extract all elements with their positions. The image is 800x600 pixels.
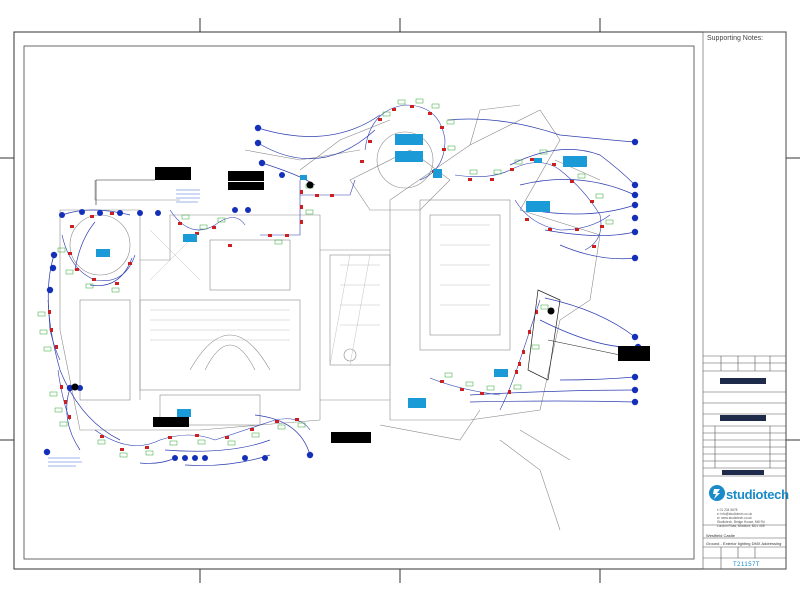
sheet-border bbox=[0, 18, 800, 583]
company-contact: t: 01 234 5678 e: info@studiotech.co.uk … bbox=[717, 508, 787, 528]
contact-line: e: info@studiotech.co.uk bbox=[717, 512, 752, 516]
title-block-banners bbox=[720, 378, 766, 475]
contact-line: w: www.studiotech.co.uk bbox=[717, 516, 752, 520]
contact-line: London Road, Bradford, BD1 4SE bbox=[717, 524, 766, 528]
contact-line: t: 01 234 5678 bbox=[717, 508, 738, 512]
company-name: studiotech bbox=[726, 487, 789, 502]
fitting-labels bbox=[37, 98, 614, 458]
annotation-notes bbox=[48, 189, 200, 467]
project-name: Westfield Castle bbox=[706, 533, 735, 538]
light-fittings bbox=[48, 105, 604, 451]
building-plan bbox=[59, 104, 601, 531]
dmx-node-markers bbox=[43, 124, 642, 461]
dmx-controller-enclosure bbox=[95, 179, 621, 381]
redaction-blocks bbox=[153, 167, 650, 443]
control-points bbox=[71, 181, 555, 391]
drawing-number: T21157T bbox=[733, 562, 761, 568]
drawing-title: Ground - Exterior lighting DMX Addressin… bbox=[706, 541, 782, 546]
contact-line: Studiotech, Bridge House, Mill Rd bbox=[717, 520, 765, 524]
drawing-frame bbox=[23, 45, 695, 560]
luminaire-chains bbox=[47, 104, 611, 446]
zone-tags bbox=[96, 134, 587, 417]
studiotech-logo-icon bbox=[709, 485, 725, 501]
title-block bbox=[702, 31, 787, 570]
supporting-notes-title: Supporting Notes: bbox=[707, 35, 764, 42]
dmx-cable-runs bbox=[47, 114, 639, 466]
